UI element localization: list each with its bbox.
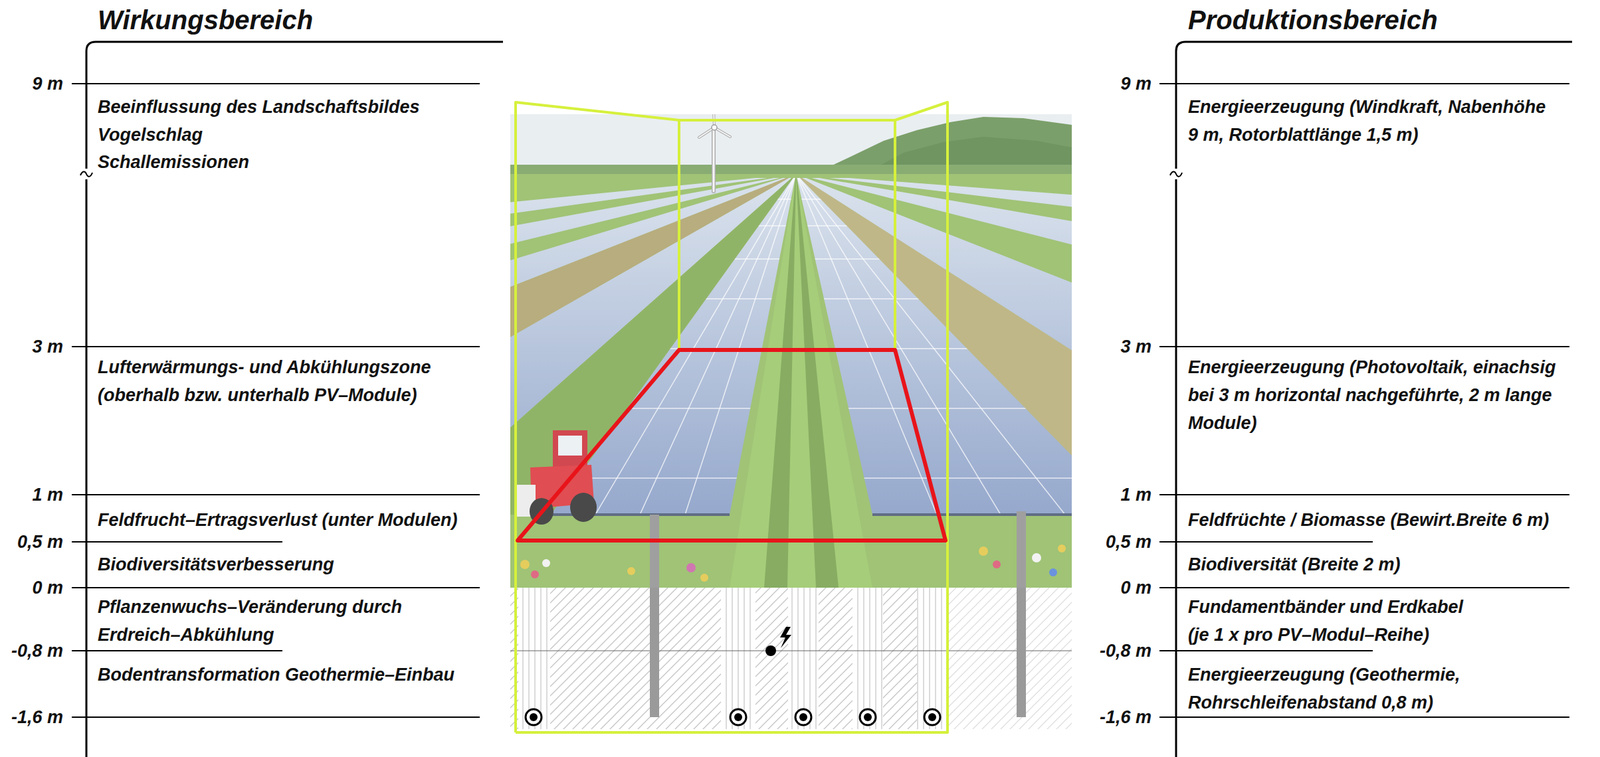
agri-pv-photo xyxy=(510,114,1072,589)
foundation xyxy=(1016,588,1026,718)
effect-note: Pflanzenwuchs–Veränderung durch Erdreich… xyxy=(97,593,470,650)
pipe xyxy=(863,713,872,722)
soil-band xyxy=(518,588,551,730)
tick-line xyxy=(71,494,480,496)
effect-note: Beeinflussung des Landschaftsbildes xyxy=(97,93,420,121)
axis-label: 1 m xyxy=(1120,481,1152,509)
axis-label: -0,8 m xyxy=(1099,637,1152,666)
soil-band xyxy=(852,588,884,730)
axis-label: 3 m xyxy=(31,332,64,361)
pipe xyxy=(795,709,812,726)
soil-band xyxy=(788,588,819,730)
soil-hatch xyxy=(510,588,1072,730)
axis-label: 0,5 m xyxy=(17,528,64,557)
axis-label: 0 m xyxy=(31,574,64,602)
pipe xyxy=(924,709,941,726)
heading: Produktionsbereich xyxy=(1188,3,1438,36)
production-note: Energieerzeugung (Photovoltaik, einachsi… xyxy=(1188,353,1574,438)
production-note: Energieerzeugung (Geothermie, Rohrschlei… xyxy=(1188,661,1553,717)
soil-band xyxy=(788,588,819,730)
effect-note: Lufterwärmungs- und Abkühlungszone (ober… xyxy=(97,353,470,410)
axis-label: 3 m xyxy=(1120,332,1152,361)
effect-note: Vogelschlag xyxy=(97,120,203,149)
soil-band xyxy=(916,588,948,730)
axis-label: 0,5 m xyxy=(1105,528,1152,557)
tick-line xyxy=(1159,494,1570,496)
earth-cable xyxy=(765,645,777,657)
tick-line xyxy=(71,83,480,85)
effect-note: Biodiversitätsverbesserung xyxy=(97,550,335,579)
pipe xyxy=(730,709,747,726)
soil-band xyxy=(518,588,551,730)
tick-line xyxy=(71,541,283,543)
axis-label: -1,6 m xyxy=(11,703,64,732)
effect-note: Feldfrucht–Ertragsverlust (unter Modulen… xyxy=(97,506,458,535)
soil xyxy=(510,588,1072,730)
foundation xyxy=(649,588,660,718)
outline-yellow xyxy=(893,120,897,351)
photo-wash xyxy=(510,114,1072,589)
soil-section xyxy=(510,588,1072,730)
pipe xyxy=(859,709,876,726)
soil-fade xyxy=(948,588,1072,730)
lightning-symbol xyxy=(780,627,792,649)
cable-depth-line xyxy=(510,650,1072,652)
heading: Wirkungsbereich xyxy=(97,3,313,36)
tick-line xyxy=(71,587,480,589)
tick-line xyxy=(1159,716,1570,719)
pipe xyxy=(734,713,743,722)
tick-line xyxy=(71,650,283,652)
tick-line xyxy=(71,716,480,719)
production-note: Fundamentbänder und Erdkabel (je 1 x pro… xyxy=(1188,593,1481,650)
axis-break-mark xyxy=(80,171,93,177)
outline-yellow xyxy=(515,102,948,733)
tick-line xyxy=(1159,587,1570,589)
tick-line xyxy=(71,346,480,348)
soil-band xyxy=(916,588,948,730)
pipe xyxy=(799,713,808,722)
soil-band xyxy=(720,588,756,730)
scope-outline xyxy=(515,102,948,733)
axis-label: -1,6 m xyxy=(1099,703,1152,732)
axis-label: 0 m xyxy=(1120,574,1152,602)
axis-line xyxy=(86,41,503,757)
soil-band xyxy=(720,588,756,730)
effect-note: Bodentransformation Geothermie–Einbau xyxy=(97,661,455,690)
pipe xyxy=(928,713,937,722)
tick-line xyxy=(1159,541,1373,543)
pipe xyxy=(529,713,538,722)
outline-yellow xyxy=(677,120,681,351)
tick-line xyxy=(1159,650,1373,652)
tick-line xyxy=(1159,83,1570,85)
effect-note: Schallemissionen xyxy=(97,148,250,177)
axis-label: 1 m xyxy=(31,481,64,509)
production-note: Energieerzeugung (Windkraft, Nabenhöhe 9… xyxy=(1188,93,1554,149)
axis-label: 9 m xyxy=(31,69,64,98)
axis-label: 9 m xyxy=(1120,69,1152,98)
outline-red xyxy=(517,350,946,541)
production-note: Feldfrüchte / Biomasse (Bewirt.Breite 6 … xyxy=(1188,506,1549,535)
geothermal-pipes xyxy=(525,709,941,726)
pipe xyxy=(525,709,542,726)
production-note: Biodiversität (Breite 2 m) xyxy=(1188,550,1401,579)
axis-break-mark xyxy=(1170,171,1183,177)
soil-band xyxy=(852,588,884,730)
tick-line xyxy=(1159,346,1570,348)
axis-label: -0,8 m xyxy=(11,637,64,666)
